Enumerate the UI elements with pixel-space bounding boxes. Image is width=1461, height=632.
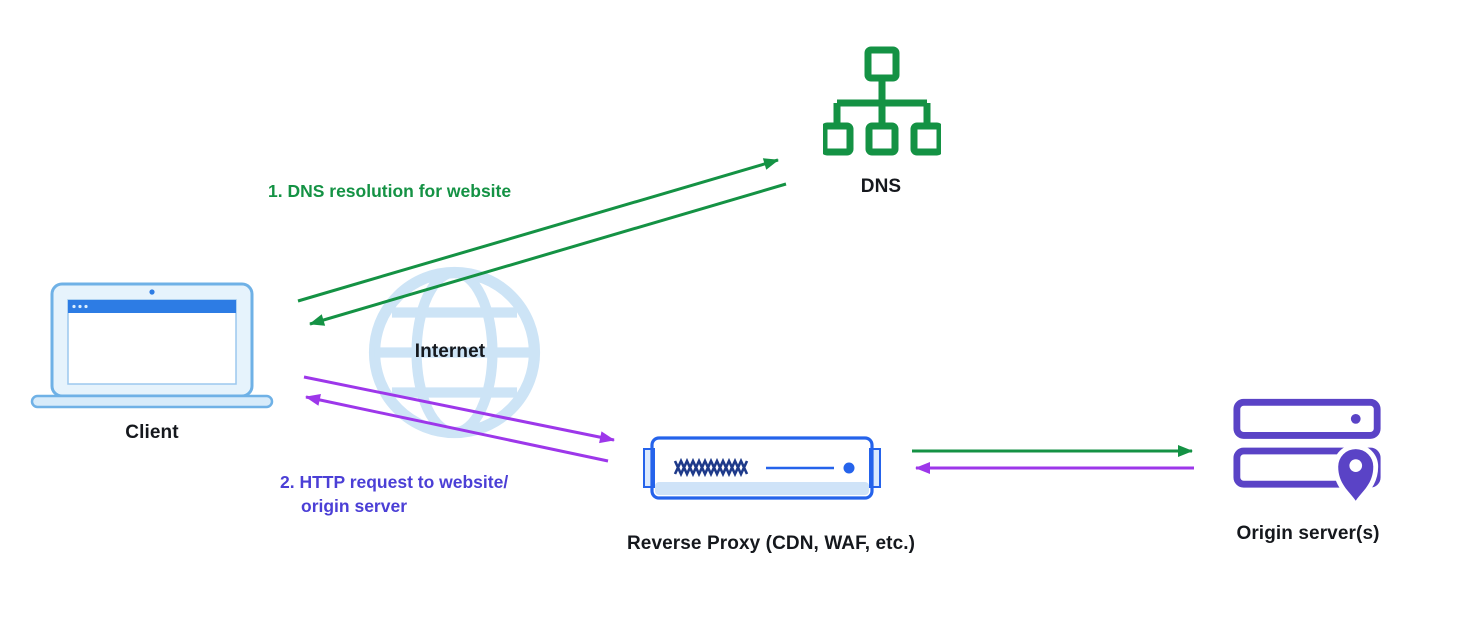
step-2-line-2: origin server: [301, 495, 408, 516]
proxy-status-dot: [843, 462, 855, 474]
origin-label: Origin server(s): [1236, 523, 1380, 544]
proxy-left-tab: [643, 448, 655, 488]
reverse-proxy-icon: [643, 436, 881, 500]
client-laptop-icon: [30, 282, 274, 409]
origin-servers-icon: [1233, 398, 1381, 506]
dns-label: DNS: [860, 176, 902, 197]
proxy-vent-pattern: [673, 457, 749, 478]
proxy-right-tab: [869, 448, 881, 488]
dns-icon: [823, 46, 941, 156]
reverse-proxy-label: Reverse Proxy (CDN, WAF, etc.): [626, 533, 916, 554]
origin-location-pin-icon: [1338, 449, 1374, 501]
internet-label: Internet: [414, 341, 486, 362]
client-label: Client: [125, 422, 179, 443]
step-1-dns-annotation: 1. DNS resolution for website: [268, 181, 512, 201]
step-2-http-annotation: 2. HTTP request to website/ origin serve…: [280, 471, 508, 518]
step-2-line-1: 2. HTTP request to website/: [280, 472, 509, 492]
